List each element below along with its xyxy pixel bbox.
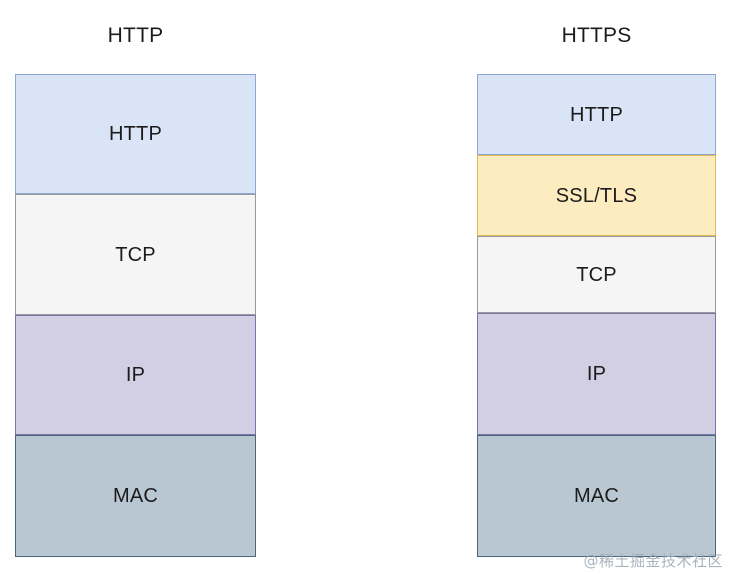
stack-layer-https-http: HTTP: [477, 74, 716, 155]
layer-label: MAC: [112, 485, 159, 507]
column-title-https: HTTPS: [561, 24, 632, 47]
layer-label: IP: [586, 363, 607, 385]
stack-layer-https-mac: MAC: [477, 435, 716, 557]
protocol-stack-https: HTTP SSL/TLS TCP IP MAC: [477, 74, 716, 557]
stack-layer-https-tcp: TCP: [477, 236, 716, 313]
watermark-text: @稀土掘金技术社区: [583, 552, 723, 570]
stack-layer-http-tcp: TCP: [15, 194, 256, 315]
stack-layer-http-ip: IP: [15, 315, 256, 435]
protocol-stack-http: HTTP TCP IP MAC: [15, 74, 256, 557]
layer-label: TCP: [115, 243, 156, 266]
layer-label: HTTP: [108, 123, 163, 145]
column-title-http: HTTP: [107, 24, 164, 47]
layer-label: MAC: [573, 485, 620, 507]
layer-label: SSL/TLS: [555, 184, 638, 207]
layer-label: HTTP: [569, 103, 624, 126]
stack-layer-https-ssltls: SSL/TLS: [477, 155, 716, 236]
stack-layer-http-mac: MAC: [15, 435, 256, 557]
stack-layer-https-ip: IP: [477, 313, 716, 435]
stack-layer-http-http: HTTP: [15, 74, 256, 194]
layer-label: TCP: [576, 263, 617, 286]
layer-label: IP: [125, 364, 146, 386]
